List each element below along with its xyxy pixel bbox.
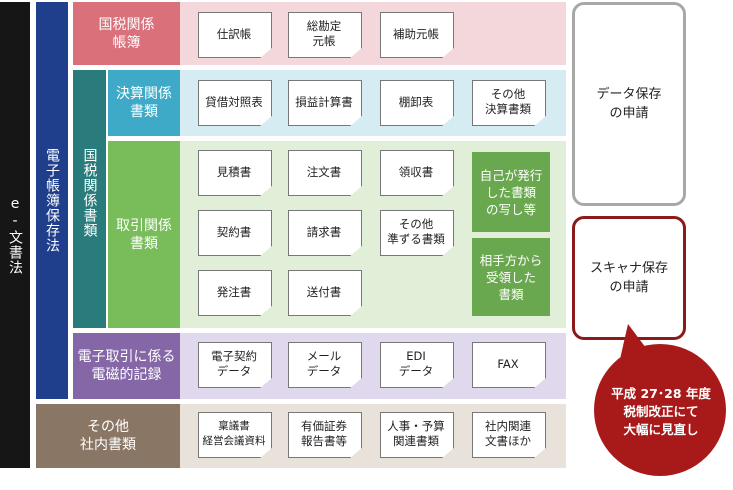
doc-inventory: 棚卸表 — [380, 80, 454, 126]
tax-documents-label: 国税関係書類 — [81, 148, 98, 238]
doc-hr-budget: 人事・予算 関連書類 — [380, 412, 454, 458]
doc-internal-documents: 社内関連 文書ほか — [472, 412, 546, 458]
transaction-label: 取引関係 書類 — [108, 141, 180, 328]
doc-purchase-order: 注文書 — [288, 150, 362, 196]
scanner-storage-application-box: スキャナ保存 の申請 — [572, 216, 686, 340]
doc-general-ledger: 総勘定 元帳 — [288, 12, 362, 58]
electronic-label: 電子取引に係る 電磁的記録 — [73, 333, 180, 399]
doc-balance-sheet: 貸借対照表 — [198, 80, 272, 126]
tax-reform-bubble-text: 平成 27･28 年度 税制改正にて 大幅に見直し — [611, 386, 711, 437]
settlement-label: 決算関係 書類 — [108, 70, 180, 136]
data-storage-application-box: データ保存 の申請 — [572, 2, 686, 206]
doc-approval-documents: 稟議書 経営会議資料 — [198, 412, 272, 458]
doc-subsidiary-ledger: 補助元帳 — [380, 12, 454, 58]
tax-reform-bubble-shape — [594, 324, 726, 476]
received-documents-box: 相手方から 受領した 書類 — [472, 238, 550, 316]
doc-edi-data: EDI データ — [380, 342, 454, 388]
self-issued-copies-box: 自己が発行 した書類 の写し等 — [472, 152, 550, 232]
doc-receipt: 領収書 — [380, 150, 454, 196]
doc-email-data: メール データ — [288, 342, 362, 388]
doc-fax: FAX — [472, 342, 546, 388]
tax-books-label: 国税関係 帳簿 — [73, 2, 180, 65]
doc-e-contract-data: 電子契約 データ — [198, 342, 272, 388]
e-document-law-label: e-文書法 — [7, 195, 23, 275]
doc-other-settlement: その他 決算書類 — [472, 80, 546, 126]
doc-invoice: 請求書 — [288, 210, 362, 256]
tax-documents-bar: 国税関係書類 — [73, 70, 106, 328]
electronic-books-act-label: 電子帳簿保存法 — [44, 148, 60, 253]
doc-income-statement: 損益計算書 — [288, 80, 362, 126]
doc-estimate: 見積書 — [198, 150, 272, 196]
doc-journal: 仕訳帳 — [198, 12, 272, 58]
other-label: その他 社内書類 — [36, 404, 180, 468]
doc-other-equivalent: その他 準ずる書類 — [380, 210, 454, 256]
e-document-law-bar: e-文書法 — [0, 2, 30, 468]
doc-contract: 契約書 — [198, 210, 272, 256]
electronic-books-act-bar: 電子帳簿保存法 — [36, 2, 68, 399]
doc-delivery-note: 送付書 — [288, 270, 362, 316]
doc-order-form: 発注書 — [198, 270, 272, 316]
doc-securities-report: 有価証券 報告書等 — [288, 412, 362, 458]
